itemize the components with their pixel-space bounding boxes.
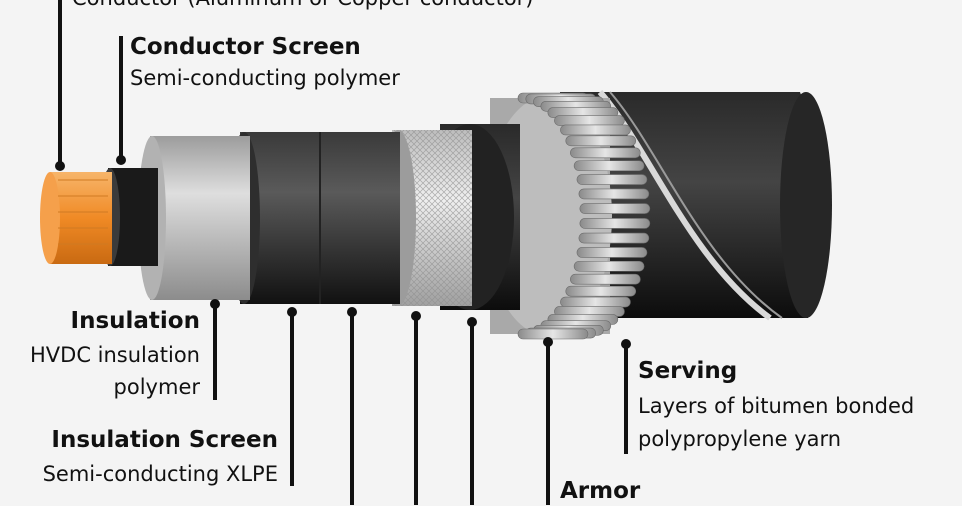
insulation-title: Insulation xyxy=(70,308,200,334)
armor-wire xyxy=(565,285,637,297)
armor-wire xyxy=(578,232,650,244)
armor-wire xyxy=(560,296,631,308)
armor-wire xyxy=(554,115,625,126)
armor-wire xyxy=(576,247,648,258)
insulation-screen-layer xyxy=(228,132,400,304)
insulation-desc-line2: polymer xyxy=(113,375,200,399)
insulation-screen-desc: Semi-conducting XLPE xyxy=(42,462,278,486)
serving-desc-line1: Layers of bitumen bonded xyxy=(638,394,915,418)
serving-desc-line2: polypropylene yarn xyxy=(638,427,842,451)
armor-wire xyxy=(579,203,651,214)
conductor-screen-layer xyxy=(100,168,158,266)
insulation-desc-line1: HVDC insulation xyxy=(30,343,200,367)
conductor-core xyxy=(40,172,112,264)
armor-wire xyxy=(565,135,637,147)
armor-wire xyxy=(579,218,651,229)
armor-wire xyxy=(570,147,641,159)
conductor-desc: Conductor (Aluminum or Copper conductor) xyxy=(72,0,534,11)
armor-title: Armor xyxy=(560,478,641,504)
armor-wire xyxy=(560,124,631,136)
armor-wire xyxy=(517,328,589,340)
leader-dots xyxy=(55,155,631,349)
armor-wire xyxy=(576,174,648,185)
conductor-screen-title: Conductor Screen xyxy=(130,34,361,60)
insulation-screen-title: Insulation Screen xyxy=(51,427,278,453)
armor-wire xyxy=(570,273,641,285)
armor-wire xyxy=(573,160,645,172)
armor-wire xyxy=(573,260,645,272)
serving-title: Serving xyxy=(638,358,738,384)
leader-lines xyxy=(58,0,628,505)
conductor-screen-desc: Semi-conducting polymer xyxy=(130,66,400,90)
armor-wire xyxy=(578,188,650,200)
